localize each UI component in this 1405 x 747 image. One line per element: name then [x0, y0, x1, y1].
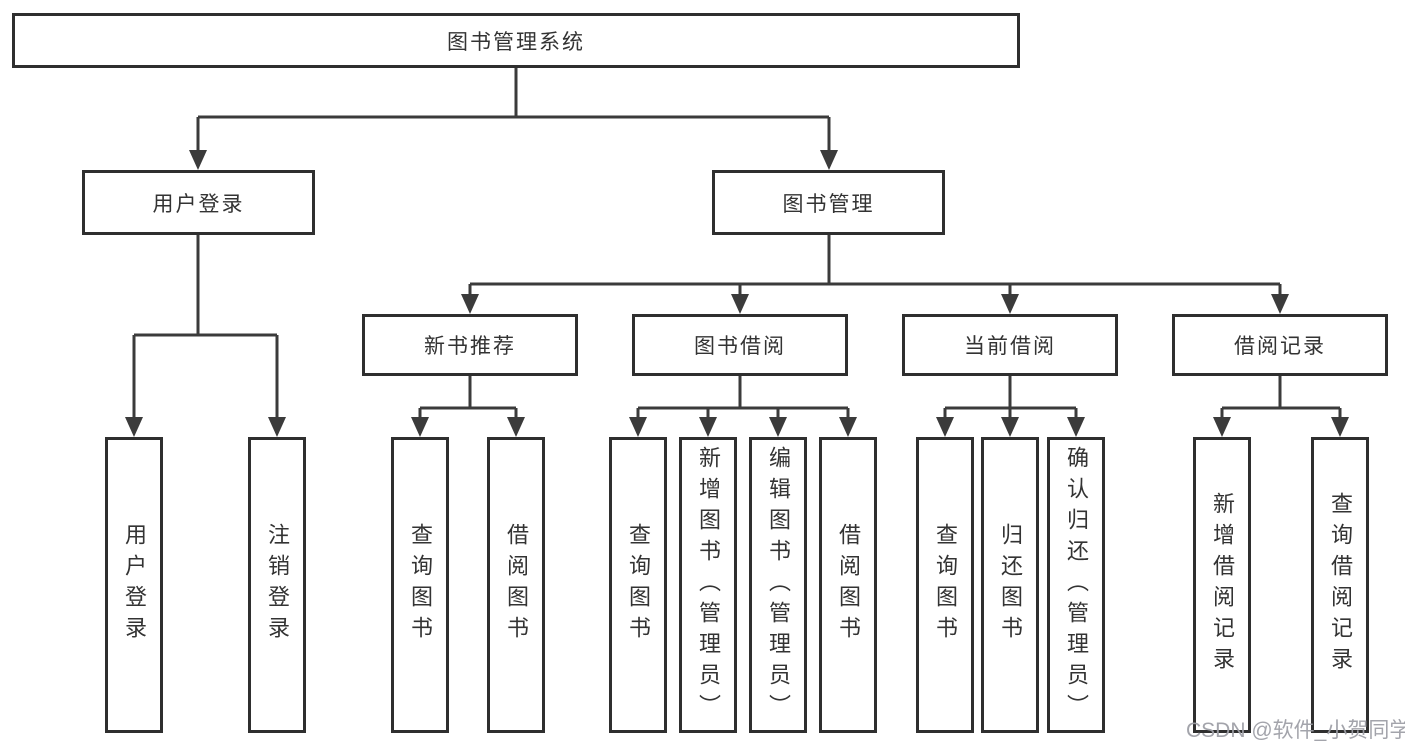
node-label: 当前借阅 [964, 335, 1056, 358]
node-borrow-records: 借阅记录 [1172, 314, 1388, 376]
leaf-edit-books-admin: 编辑图书（管理员） [749, 437, 807, 733]
node-new-book-recommend: 新书推荐 [362, 314, 578, 376]
node-label: 借阅图书 [504, 523, 529, 647]
node-label: 查询图书 [933, 523, 958, 647]
node-label: 查询借阅记录 [1328, 492, 1353, 678]
leaf-query-books-recommend: 查询图书 [391, 437, 449, 733]
node-label: 查询图书 [408, 523, 433, 647]
leaf-query-books-current: 查询图书 [916, 437, 974, 733]
leaf-add-books-admin: 新增图书（管理员） [679, 437, 737, 733]
node-label: 新增图书（管理员） [696, 445, 721, 725]
leaf-query-books-borrow: 查询图书 [609, 437, 667, 733]
leaf-borrow-books-recommend: 借阅图书 [487, 437, 545, 733]
node-label: 图书管理 [782, 192, 875, 216]
node-label: 确认归还（管理员） [1064, 445, 1089, 725]
node-label: 编辑图书（管理员） [766, 445, 791, 725]
node-label: 归还图书 [998, 523, 1023, 647]
node-library-management-system: 图书管理系统 [12, 13, 1020, 68]
node-current-borrow: 当前借阅 [902, 314, 1118, 376]
node-book-borrow: 图书借阅 [632, 314, 848, 376]
node-label: 用户登录 [122, 523, 147, 647]
node-book-management: 图书管理 [712, 170, 945, 235]
node-label: 查询图书 [626, 523, 651, 647]
arrowheads [125, 150, 1349, 437]
node-label: 借阅记录 [1234, 335, 1326, 358]
leaf-borrow-books: 借阅图书 [819, 437, 877, 733]
csdn-watermark: CSDN @软件_小贺同学 [1186, 719, 1405, 742]
node-label: 新书推荐 [424, 335, 516, 358]
node-label: 图书借阅 [694, 335, 786, 358]
node-label: 图书管理系统 [447, 30, 585, 54]
node-label: 注销登录 [265, 523, 290, 647]
node-label: 借阅图书 [836, 523, 861, 647]
leaf-query-borrow-record: 查询借阅记录 [1311, 437, 1369, 733]
node-user-login: 用户登录 [82, 170, 315, 235]
node-label: 用户登录 [152, 192, 245, 216]
leaf-logout: 注销登录 [248, 437, 306, 733]
leaf-return-books: 归还图书 [981, 437, 1039, 733]
leaf-confirm-return-admin: 确认归还（管理员） [1047, 437, 1105, 733]
leaf-add-borrow-record: 新增借阅记录 [1193, 437, 1251, 733]
node-label: 新增借阅记录 [1210, 492, 1235, 678]
leaf-user-login: 用户登录 [105, 437, 163, 733]
